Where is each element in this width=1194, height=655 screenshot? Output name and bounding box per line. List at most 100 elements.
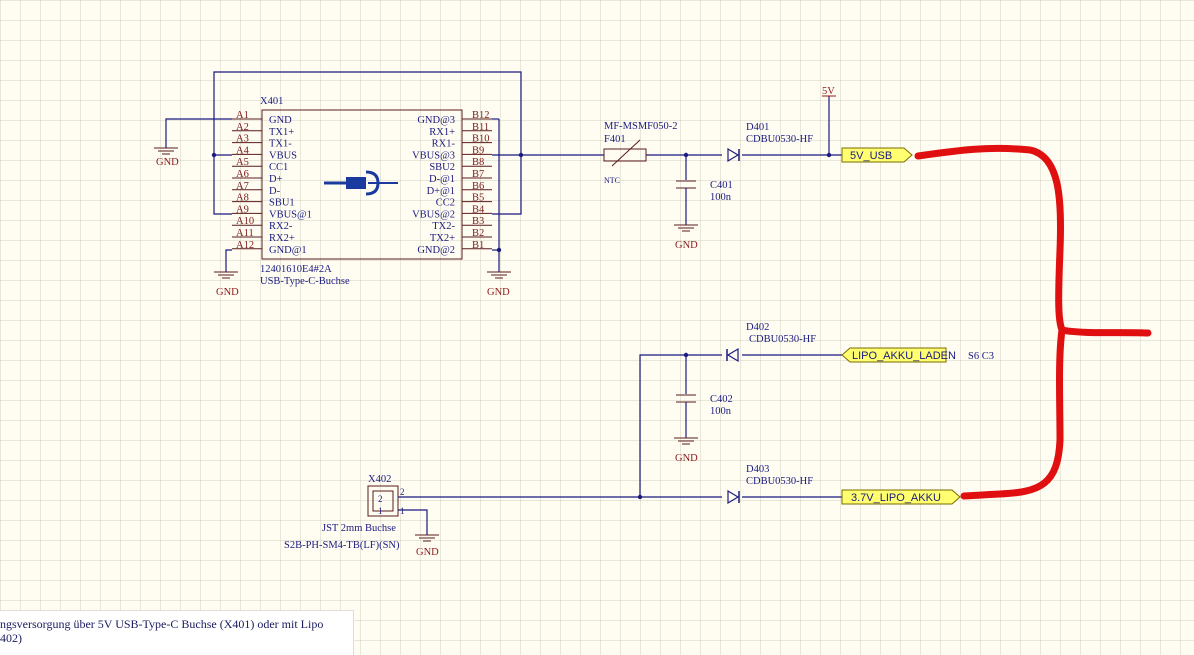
- red-brace-annotation: [914, 144, 1152, 500]
- d403-diode[interactable]: D403 CDBU0530-HF: [727, 464, 813, 505]
- pin-number: B10: [472, 134, 490, 145]
- pin-number: A7: [236, 181, 249, 192]
- pin-name: VBUS@3: [412, 150, 455, 161]
- pin-name: TX1+: [269, 127, 294, 138]
- pin-name: TX2-: [432, 221, 455, 232]
- pin-number: A10: [236, 216, 254, 227]
- sheet-note-line-2: 402): [0, 631, 22, 645]
- pin-name: RX1-: [432, 139, 456, 150]
- pin-number: A2: [236, 122, 249, 133]
- c402-value: 100n: [710, 406, 732, 417]
- d403-part: CDBU0530-HF: [746, 476, 813, 487]
- port-5v-usb[interactable]: 5V_USB: [841, 147, 913, 163]
- svg-text:GND: GND: [216, 287, 239, 298]
- pin-name: D+: [269, 174, 283, 185]
- sheet-note: ngsversorgung über 5V USB-Type-C Buchse …: [0, 610, 354, 655]
- c402-designator: C402: [710, 394, 733, 405]
- d402-diode[interactable]: D402 CDBU0530-HF: [726, 322, 816, 363]
- pin-number: B2: [472, 228, 484, 239]
- gnd-symbol-1: GND: [154, 147, 179, 168]
- pin-name: VBUS@1: [269, 209, 312, 220]
- pin-number: A4: [236, 145, 250, 156]
- pin-name: SBU1: [269, 198, 295, 209]
- usb-5v-rail: 5V: [521, 86, 842, 158]
- d401-designator: D401: [746, 122, 769, 133]
- x401-wiring: [165, 71, 524, 272]
- svg-text:GND: GND: [156, 157, 179, 168]
- pin-number: A1: [236, 110, 249, 121]
- c402-capacitor[interactable]: GND C402 100n: [674, 355, 733, 464]
- x401-pin-a7: A7 D-: [232, 181, 281, 197]
- svg-text:1: 1: [378, 506, 383, 516]
- x402-name: JST 2mm Buchse: [322, 523, 396, 534]
- usb-plug-icon: [324, 170, 398, 196]
- port-lipo-akku-laden[interactable]: LIPO_AKKU_LADEN: [841, 347, 956, 363]
- x402-connector[interactable]: X402 2 1 2 1 JST 2mm Buchse S2B-PH-SM4-T…: [284, 474, 405, 551]
- x401-pin-b10: B10 RX1-: [432, 134, 492, 150]
- x401-part: 12401610E4#2A: [260, 264, 332, 275]
- pin-name: SBU2: [429, 162, 455, 173]
- c401-designator: C401: [710, 180, 733, 191]
- svg-text:GND: GND: [487, 287, 510, 298]
- 5v-label: 5V: [822, 86, 835, 97]
- pin-name: GND@3: [417, 115, 455, 126]
- x401-body: [261, 109, 463, 260]
- x401-pin-b12: B12 GND@3: [417, 110, 492, 126]
- svg-text:GND: GND: [416, 547, 439, 558]
- gnd-symbol-3: GND: [487, 271, 511, 298]
- x401-pin-b6: B6D+@1: [427, 181, 492, 197]
- x401-pin-a9: A9 VBUS@1: [232, 204, 312, 220]
- pin-name: VBUS: [269, 150, 297, 161]
- d401-part: CDBU0530-HF: [746, 134, 813, 145]
- x402-designator: X402: [368, 474, 391, 485]
- x401-pin-a10: A10 RX2-: [232, 216, 293, 232]
- pin-number: B5: [472, 193, 484, 204]
- pin-name: RX1+: [429, 127, 455, 138]
- pin-name: VBUS@2: [412, 209, 455, 220]
- x401-right-pins: B12GND@3B11RX1+B10RX1-B9VBUS@3B8SBU2B7D-…: [412, 110, 492, 256]
- lipo-akku-rail: GND: [398, 494, 842, 558]
- x401-name: USB-Type-C-Buchse: [260, 276, 350, 287]
- svg-text:GND: GND: [675, 240, 698, 251]
- f401-type: NTC: [604, 176, 620, 185]
- pin-number: B1: [472, 240, 484, 251]
- svg-text:GND: GND: [675, 453, 698, 464]
- svg-text:2: 2: [400, 487, 405, 497]
- pin-number: A9: [236, 204, 249, 215]
- pin-name: D-: [269, 186, 281, 197]
- port-3-7v-lipo-akku[interactable]: 3.7V_LIPO_AKKU: [841, 489, 961, 505]
- svg-text:5V_USB: 5V_USB: [850, 150, 892, 162]
- svg-text:1: 1: [400, 506, 405, 516]
- pin-number: A12: [236, 240, 254, 251]
- pin-name: D-@1: [429, 174, 455, 185]
- pin-name: RX2-: [269, 221, 293, 232]
- f401-fuse[interactable]: MF-MSMF050-2 F401 NTC: [603, 121, 678, 185]
- d402-part: CDBU0530-HF: [749, 334, 816, 345]
- sheet-reference: S6 C3: [968, 351, 994, 362]
- pin-name: RX2+: [269, 233, 295, 244]
- pin-number: B12: [472, 110, 490, 121]
- c401-capacitor[interactable]: GND C401 100n: [674, 155, 733, 251]
- x401-pin-a2: A2 TX1+: [232, 122, 294, 138]
- x401-designator: X401: [260, 96, 283, 107]
- gnd-symbol-2: GND: [214, 271, 239, 298]
- x401-connector[interactable]: X401 12401610E4#2A USB-Type-C-Buchse A1 G…: [232, 96, 492, 287]
- pin-name: GND: [269, 115, 292, 126]
- d401-diode[interactable]: D401 CDBU0530-HF: [727, 122, 813, 163]
- svg-text:LIPO_AKKU_LADEN: LIPO_AKKU_LADEN: [852, 350, 956, 362]
- pin-number: B7: [472, 169, 484, 180]
